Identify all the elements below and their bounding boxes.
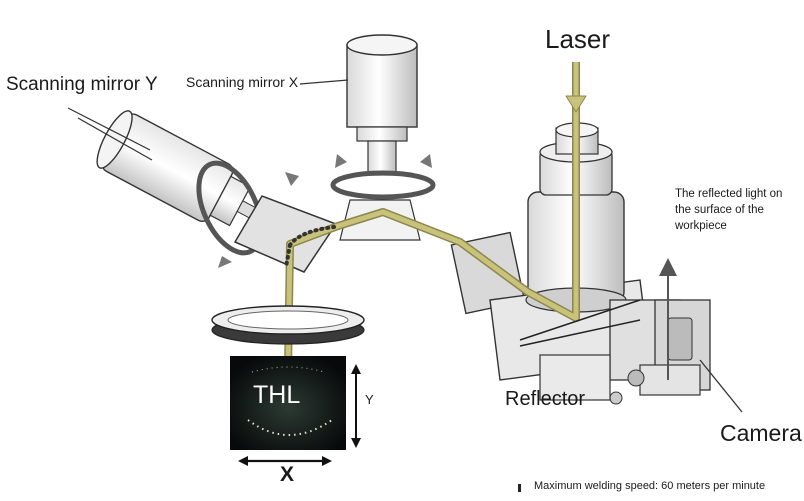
label-scanning-mirror-x: Scanning mirror X <box>186 74 299 90</box>
laser-beam <box>284 62 587 371</box>
bullet-icon <box>518 484 521 492</box>
label-laser: Laser <box>545 24 611 54</box>
workpiece <box>230 356 346 450</box>
axis-arrows <box>238 364 361 466</box>
reflected-light-arrow <box>519 258 743 413</box>
label-axis-y: Y <box>365 392 374 407</box>
label-axis-x: X <box>280 463 295 486</box>
mirror-y-motor <box>67 107 299 268</box>
label-workpiece-text: THL <box>253 381 301 409</box>
label-reflected-light: The reflected light on the surface of th… <box>675 188 783 232</box>
label-camera: Camera <box>720 420 802 446</box>
label-max-speed: Maximum welding speed: 60 meters per min… <box>534 480 766 492</box>
label-reflector: Reflector <box>505 388 586 410</box>
field-lens <box>211 305 365 345</box>
label-scanning-mirror-y: Scanning mirror Y <box>6 74 158 95</box>
mirror-x-motor <box>299 34 436 241</box>
